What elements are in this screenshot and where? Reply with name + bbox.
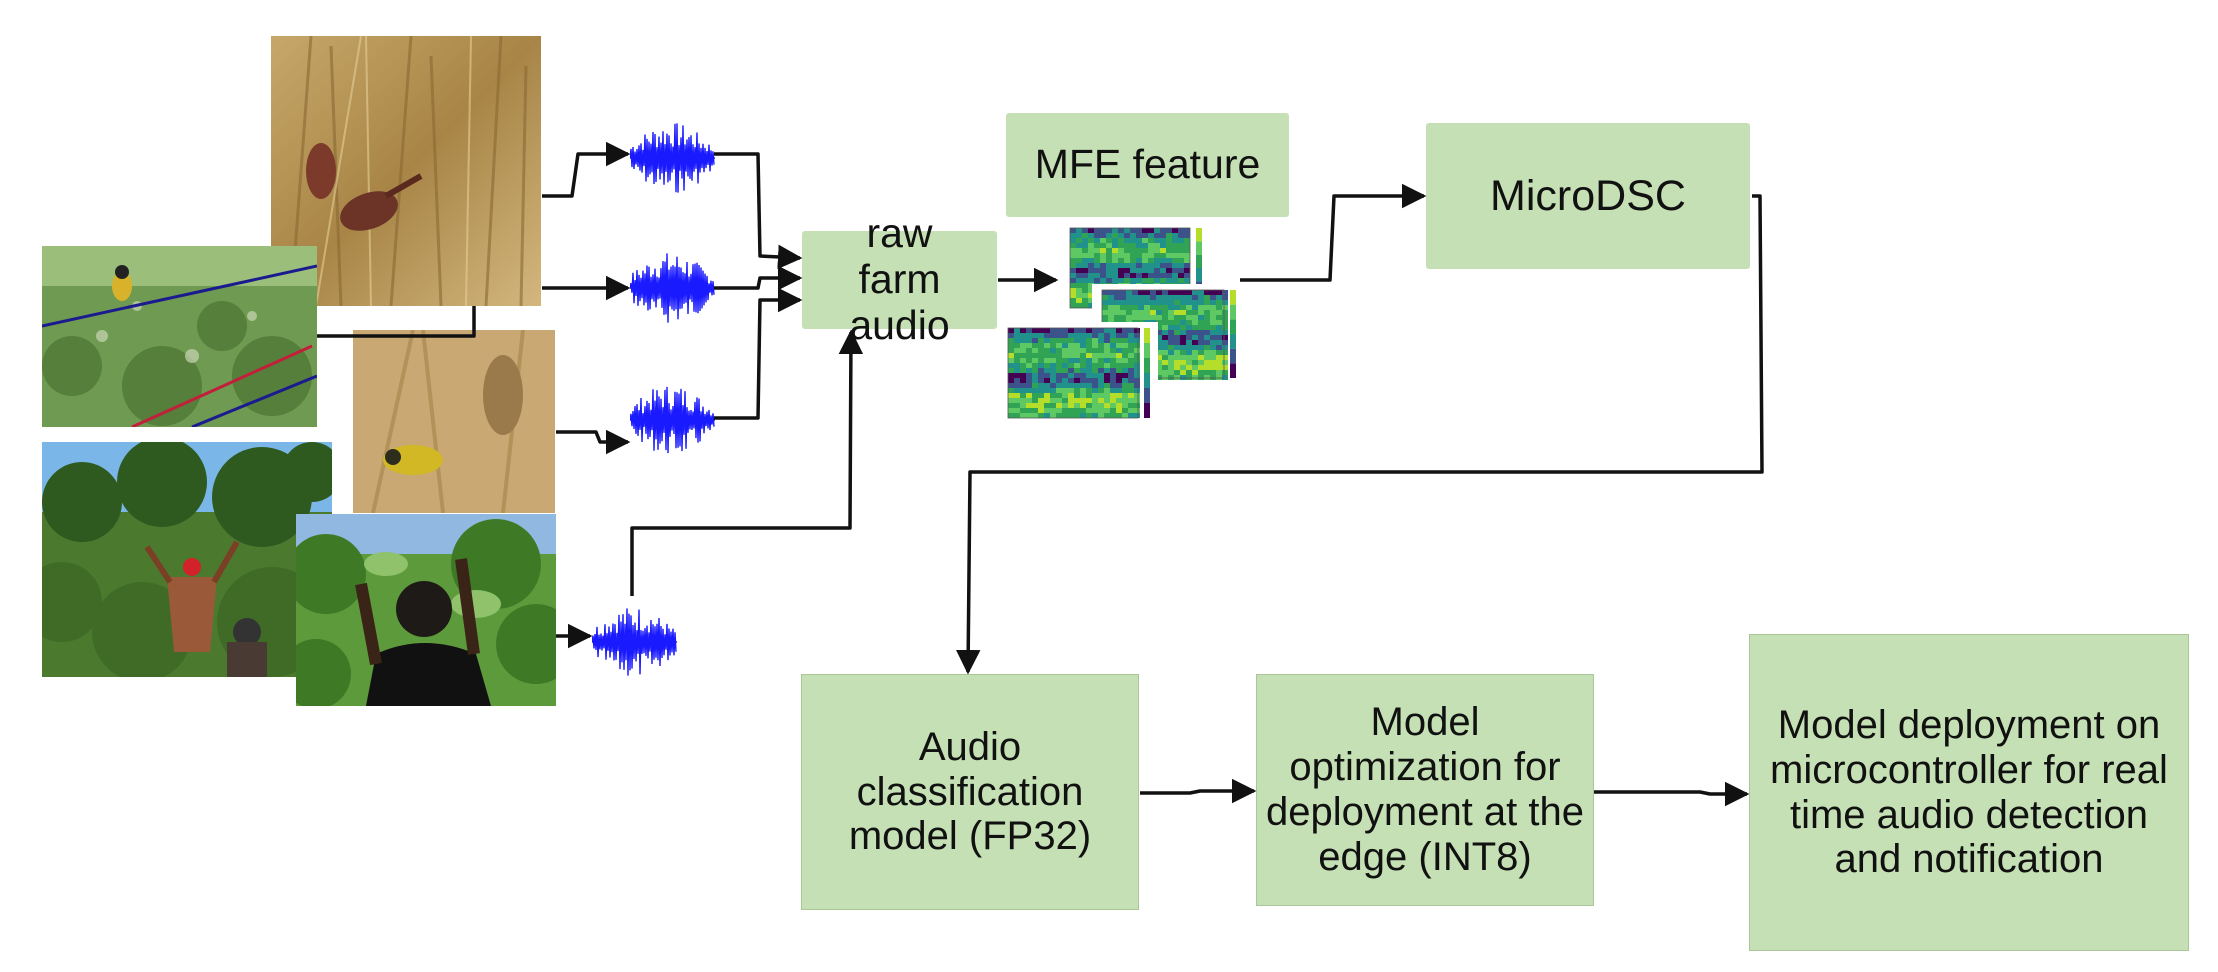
raw-farm-audio-label: raw farm audio bbox=[849, 210, 950, 348]
fp32-model-label: Audio classification model (FP32) bbox=[848, 724, 1092, 859]
arrow-wave4-to-raw bbox=[630, 329, 864, 596]
audio-waveform-icon bbox=[630, 386, 715, 454]
audio-waveform-icon bbox=[630, 123, 715, 193]
fp32-model-box: Audio classification model (FP32) bbox=[801, 674, 1139, 910]
arrow-wave1-to-raw bbox=[714, 152, 803, 270]
audio-waveform-icon bbox=[592, 608, 677, 676]
arrow-microdsc-to-fp32 bbox=[955, 194, 1764, 675]
arrow-wave3-to-raw bbox=[714, 287, 803, 420]
deployment-box: Model deployment on microcontroller for … bbox=[1749, 634, 2189, 951]
audio-waveform-icon bbox=[630, 253, 715, 323]
microdsc-box: MicroDSC bbox=[1426, 123, 1750, 269]
mfe-feature-label: MFE feature bbox=[1034, 141, 1261, 188]
arrow-photo-to-wave-3 bbox=[556, 429, 631, 455]
weaver-bird-photo bbox=[42, 246, 317, 427]
arrow-int8-to-deploy bbox=[1594, 781, 1750, 807]
arrow-weaver-branch bbox=[317, 306, 476, 338]
int8-optimization-label: Model optimization for deployment at the… bbox=[1266, 700, 1584, 879]
int8-optimization-box: Model optimization for deployment at the… bbox=[1256, 674, 1594, 906]
farmer-in-field-photo bbox=[296, 514, 556, 706]
perched-bird-photo bbox=[353, 330, 555, 513]
deployment-label: Model deployment on microcontroller for … bbox=[1770, 702, 2168, 882]
mel-spectrogram-icon bbox=[998, 322, 1158, 434]
raw-farm-audio-box: raw farm audio bbox=[802, 210, 997, 348]
mfe-feature-box: MFE feature bbox=[1006, 113, 1289, 217]
arrow-photo-to-wave-1 bbox=[542, 141, 631, 198]
arrow-fp32-to-int8 bbox=[1140, 778, 1257, 804]
arrow-wave2-to-raw bbox=[714, 265, 803, 291]
arrow-spectrogram-to-microdsc bbox=[1240, 183, 1427, 282]
microdsc-label: MicroDSC bbox=[1490, 171, 1686, 220]
farmers-photo bbox=[42, 442, 332, 677]
